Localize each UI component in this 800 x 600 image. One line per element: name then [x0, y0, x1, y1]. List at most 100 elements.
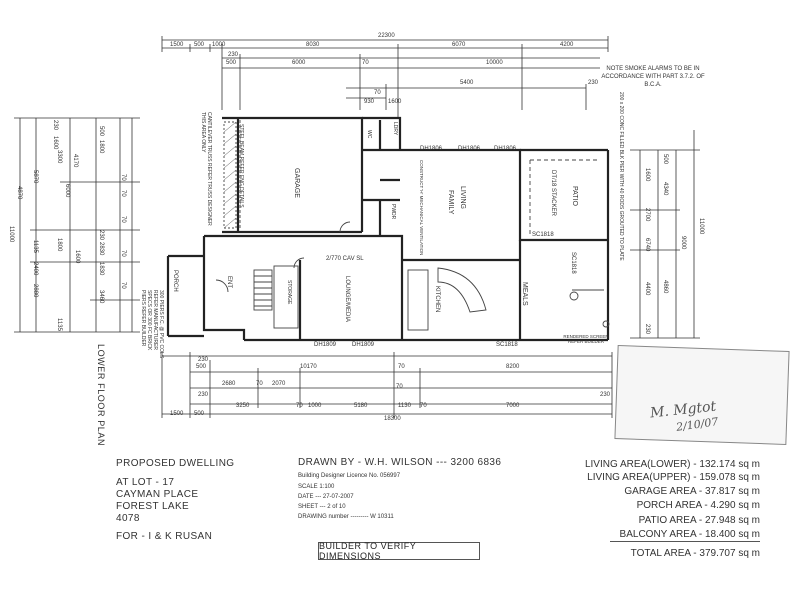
room-kitchen: KITCHEN [434, 286, 440, 313]
label-vent-note: CONSTRUCT 'H' MECHANICAL VENTILATION [419, 160, 424, 256]
dim-top-11: 10000 [486, 60, 503, 66]
label-cav-sl: 2/770 CAV SL [326, 256, 364, 262]
dim-bottom-15: 70 [420, 403, 427, 409]
room-ent: ENT [226, 276, 232, 288]
dim-bottom-17: 1500 [170, 411, 184, 417]
dim-right-c1: 11000 [698, 218, 704, 235]
dim-top-1: 1500 [170, 42, 184, 48]
dim-bottom-21: 230 [600, 392, 611, 398]
dim-bottom-19: 18300 [384, 416, 401, 422]
label-dh1809-a: DH1809 [314, 342, 337, 348]
dim-top-overall: 22300 [378, 33, 395, 39]
dim-left-c4: 2830 [98, 242, 104, 256]
drawn-by: DRAWN BY - W.H. WILSON --- 3200 6836 [298, 457, 502, 468]
label-sc1818-c: SC1818 [570, 252, 576, 274]
dim-top-5: 6070 [452, 42, 466, 48]
room-lounge: LOUNGE/MEDIA [344, 276, 350, 323]
dim-left-c6: 3460 [98, 290, 104, 304]
room-meals: MEALS [521, 282, 528, 306]
dim-left-c1: 500 [98, 126, 104, 137]
smoke-alarm-note: NOTE SMOKE ALARMS TO BE IN ACCORDANCE WI… [601, 66, 705, 88]
label-porch-columns: 300 PIERS F.C. @ PVC COLS REFER MANUFACT… [140, 290, 164, 359]
dim-bottom-11: 70 [296, 403, 303, 409]
dim-bottom-1: 230 [198, 357, 209, 363]
dim-right-a5: 230 [644, 324, 650, 335]
dim-left-a4: 11000 [8, 226, 14, 243]
dim-bottom-9: 230 [198, 392, 209, 398]
drawing-scale: SCALE 1:100 [298, 484, 335, 490]
dim-top-4: 8030 [306, 42, 320, 48]
label-dh1806-c: DH1806 [494, 146, 517, 152]
room-pwdr: PWDR [390, 204, 396, 220]
dim-right-a4: 4400 [644, 282, 650, 296]
dim-left-a2: 5870 [32, 170, 38, 184]
dim-left-a3: 6000 [64, 184, 70, 198]
label-dh1806-b: DH1806 [458, 146, 481, 152]
label-sc1818-a: SC1818 [532, 232, 554, 238]
dim-left-b6: 1600 [74, 250, 80, 264]
area-total: TOTAL AREA - 379.707 sq m [630, 548, 760, 559]
drawing-date: DATE --- 27-07-2007 [298, 494, 354, 500]
dim-top-14: 930 [364, 99, 375, 105]
dim-top-9: 6000 [292, 60, 306, 66]
drawing-sheet: SHEET --- 2 of 10 [298, 504, 346, 510]
street-name: CAYMAN PLACE [116, 489, 199, 500]
area-garage: GARAGE AREA - 37.817 sq m [624, 486, 760, 497]
label-sc1818-b: SC1818 [496, 342, 518, 348]
lot-number: AT LOT - 17 [116, 477, 175, 488]
dim-left-a6: 2400 [32, 262, 38, 276]
dim-left-a1: 4870 [16, 186, 22, 200]
room-patio: PATIO [571, 186, 578, 206]
dim-left-d5: 70 [120, 282, 126, 289]
dim-left-a7: 2880 [32, 284, 38, 298]
drawing-number: DRAWING number --------- W 10311 [298, 514, 394, 520]
dim-bottom-20: 70 [396, 384, 403, 390]
label-steel-beam: STEEL BEAM REFER ENG DETAILS [238, 124, 244, 208]
dim-bottom-8: 2070 [272, 381, 286, 387]
dim-left-b4: 4170 [72, 154, 78, 168]
dim-top-8: 500 [226, 60, 237, 66]
dim-top-15: 1600 [388, 99, 402, 105]
suburb-name: FOREST LAKE [116, 501, 190, 512]
dim-bottom-13: 5180 [354, 403, 368, 409]
dim-right-a3: 6740 [644, 238, 650, 252]
dim-left-b5: 1800 [56, 238, 62, 252]
dim-bottom-3: 10170 [300, 364, 317, 370]
dim-left-a5: 1135 [32, 240, 38, 253]
dim-left-d2: 70 [120, 190, 126, 197]
label-dh1806-a: DH1806 [420, 146, 443, 152]
room-wc: WC [366, 130, 372, 139]
dim-left-c5: 1830 [98, 262, 104, 276]
dim-left-d4: 70 [120, 250, 126, 257]
dim-bottom-5: 8200 [506, 364, 520, 370]
dim-top-13: 230 [588, 80, 599, 86]
areas-divider [610, 541, 760, 542]
dim-left-b7: 1135 [56, 318, 62, 331]
dim-bottom-2: 500 [196, 364, 207, 370]
label-stacker: DT/18 STACKER [550, 170, 556, 216]
dim-top-3: 1000 [212, 42, 226, 48]
label-cantilever: CANTILEVER TRUSS REFER TRUSS DESIGNER TH… [200, 112, 212, 226]
room-family: FAMILY [447, 190, 454, 215]
room-storage: STORAGE [286, 280, 292, 305]
area-living-lower: LIVING AREA(LOWER) - 132.174 sq m [584, 459, 760, 470]
dim-top-7: 230 [228, 52, 239, 58]
area-patio: PATIO AREA - 27.948 sq m [638, 515, 760, 526]
dim-left-b1: 230 [52, 120, 58, 131]
dim-bottom-10: 3250 [236, 403, 250, 409]
dim-right-a1: 1600 [644, 168, 650, 182]
dim-left-c3: 230 [98, 230, 104, 241]
dim-bottom-7: 70 [256, 381, 263, 387]
dim-bottom-14: 1130 [398, 403, 411, 409]
plan-title: LOWER FLOOR PLAN [96, 344, 106, 447]
room-porch: PORCH [172, 270, 178, 292]
verify-dimensions-box: BUILDER TO VERIFY DIMENSIONS [318, 541, 480, 561]
dim-left-c2: 1800 [98, 140, 104, 154]
project-title: PROPOSED DWELLING [116, 458, 235, 469]
label-dh1809-b: DH1809 [352, 342, 375, 348]
verify-dimensions-text: BUILDER TO VERIFY DIMENSIONS [319, 541, 417, 561]
client-name: FOR - I & K RUSAN [116, 531, 213, 542]
dim-top-12: 5400 [460, 80, 474, 86]
area-porch: PORCH AREA - 4.290 sq m [636, 500, 760, 511]
